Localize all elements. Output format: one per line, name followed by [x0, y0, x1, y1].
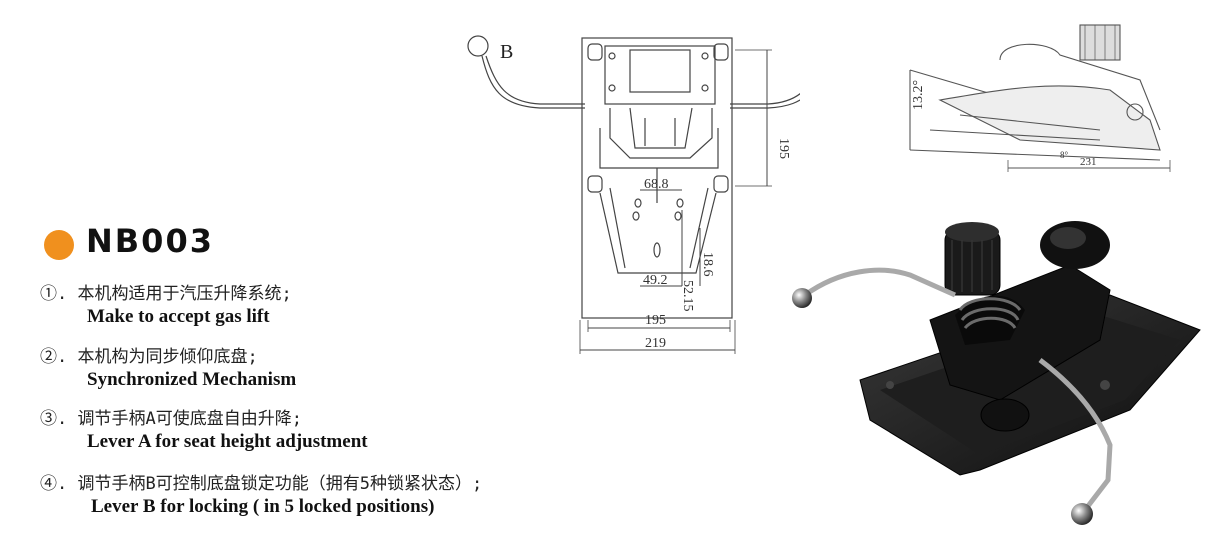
dim-18-6: 18.6	[700, 252, 715, 277]
feature-cn: ①. 本机构适用于汽压升降系统;	[40, 284, 292, 304]
dim-219: 219	[645, 336, 666, 351]
feature-cn: ④. 调节手柄B可控制底盘锁定功能（拥有5种锁紧状态）;	[40, 474, 483, 494]
bullet-dot	[44, 230, 74, 260]
feature-en: Lever A for seat height adjustment	[87, 431, 368, 452]
length-label: 231	[1080, 156, 1097, 168]
product-code: NB003	[86, 222, 214, 260]
feature-cn: ②. 本机构为同步倾仰底盘;	[40, 347, 258, 367]
feature-cn: ③. 调节手柄A可使底盘自由升降;	[40, 409, 302, 429]
dim-49-2: 49.2	[643, 273, 668, 288]
dim-68-8: 68.8	[644, 177, 669, 192]
angle-label: 13.2°	[911, 80, 926, 110]
feature-item-2: ②. 本机构为同步倾仰底盘; Synchronized Mechanism	[40, 342, 296, 391]
side-view-drawing: 13.2° 8° 231	[909, 24, 1171, 172]
small-angle-label: 8°	[1060, 150, 1069, 160]
feature-item-1: ①. 本机构适用于汽压升降系统; Make to accept gas lift	[40, 279, 292, 328]
dim-195-vertical: 195	[776, 138, 791, 159]
feature-en: Make to accept gas lift	[87, 306, 270, 327]
dim-195-horizontal: 195	[645, 313, 666, 328]
feature-item-4: ④. 调节手柄B可控制底盘锁定功能（拥有5种锁紧状态）; Lever B for…	[40, 469, 482, 518]
feature-en: Synchronized Mechanism	[87, 369, 297, 390]
dim-52-15: 52.15	[680, 280, 695, 312]
lever-b-label: B	[500, 41, 513, 63]
top-view-drawing: B A 195 68.8 18.6 49.2 52.15 195 219	[467, 35, 800, 354]
product-photo	[792, 221, 1201, 525]
feature-en: Lever B for locking ( in 5 locked positi…	[91, 496, 435, 517]
feature-item-3: ③. 调节手柄A可使底盘自由升降; Lever A for seat heigh…	[40, 404, 368, 453]
